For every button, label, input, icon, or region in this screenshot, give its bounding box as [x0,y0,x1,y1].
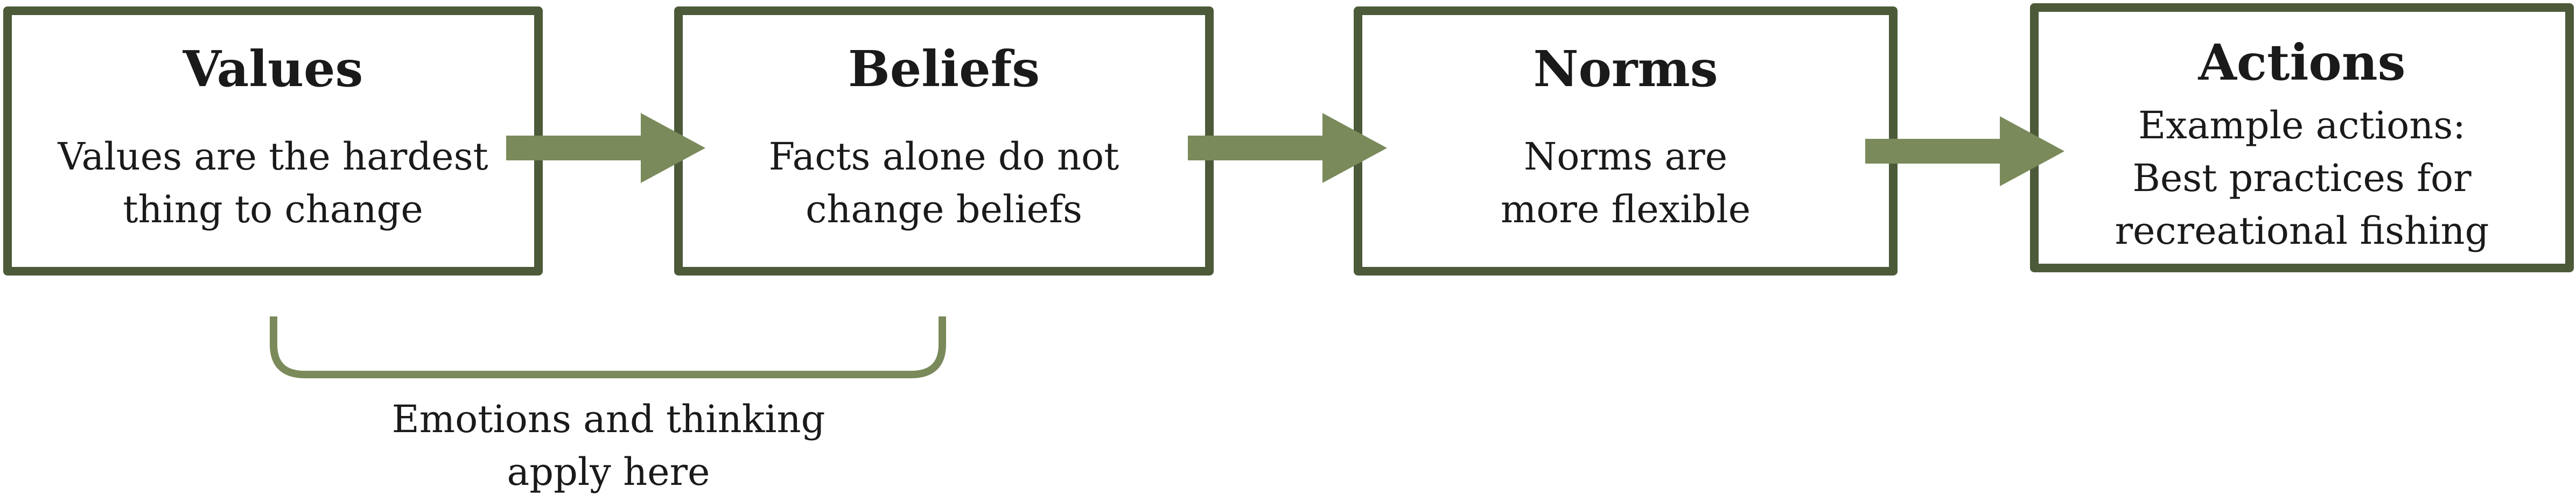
norms-line-2: more flexible [1500,187,1751,231]
arrow-values-to-beliefs [506,113,705,183]
beliefs-title: Beliefs [848,40,1040,98]
actions-line-3: recreational fishing [2115,209,2489,253]
beliefs-description: Facts alone do not change beliefs [683,130,1205,236]
norms-line-1: Norms are [1523,135,1728,179]
bracket-values-beliefs [270,316,946,378]
beliefs-line-2: change beliefs [806,187,1082,231]
actions-line-2: Best practices for [2132,156,2472,200]
arrow-norms-to-actions [1865,116,2064,186]
norms-box: Norms Norms are more flexible [1354,6,1898,276]
values-line-2: thing to change [123,187,423,231]
actions-description: Example actions: Best practices for recr… [2039,99,2565,257]
arrow-beliefs-to-norms [1188,113,1387,183]
values-line-1: Values are the hardest [58,135,488,179]
values-description: Values are the hardest thing to change [12,130,534,236]
values-title: Values [183,40,363,98]
bracket-caption-line-2: apply here [507,450,710,494]
actions-line-1: Example actions: [2138,103,2466,147]
norms-title: Norms [1533,40,1718,98]
norms-description: Norms are more flexible [1362,130,1889,236]
bracket-caption-line-1: Emotions and thinking [391,397,825,441]
beliefs-line-1: Facts alone do not [768,135,1119,179]
actions-box: Actions Example actions: Best practices … [2030,3,2574,272]
bracket-caption: Emotions and thinking apply here [312,393,905,498]
values-box: Values Values are the hardest thing to c… [3,6,543,276]
beliefs-box: Beliefs Facts alone do not change belief… [674,6,1214,276]
actions-title: Actions [2198,33,2406,91]
